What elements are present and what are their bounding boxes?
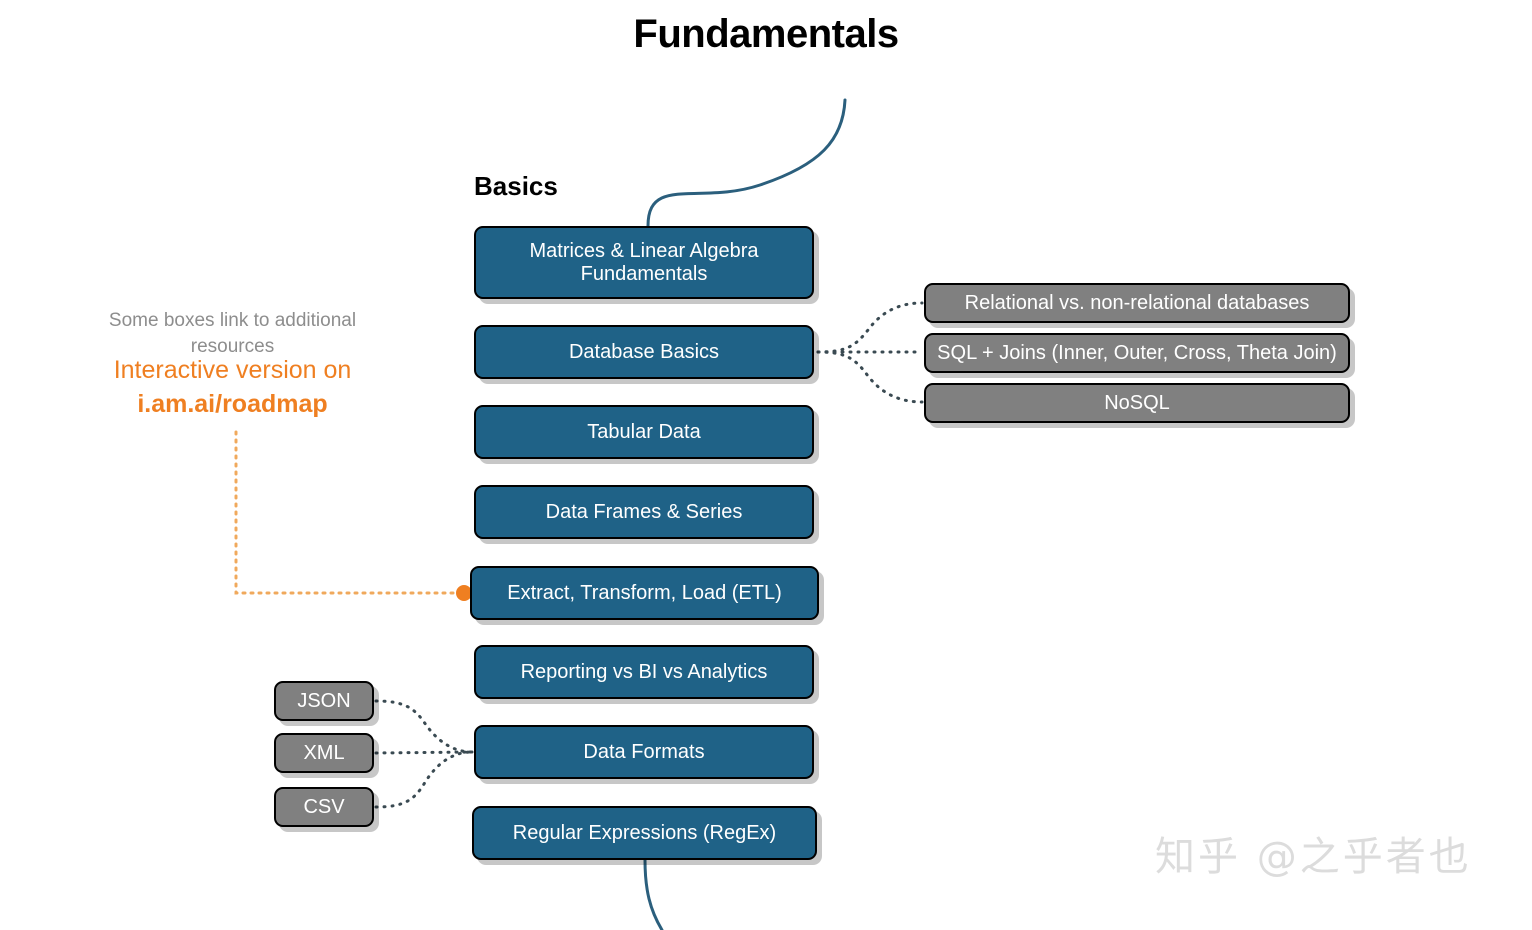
note-roadmap-url[interactable]: i.am.ai/roadmap	[137, 390, 328, 419]
node-relational-vs-non-relational[interactable]: Relational vs. non-relational databases	[924, 283, 1350, 323]
node-label: Extract, Transform, Load (ETL)	[507, 581, 782, 604]
node-label: XML	[303, 741, 345, 764]
connector-orange-link	[234, 430, 457, 595]
node-label: Relational vs. non-relational databases	[964, 291, 1310, 314]
node-label: Reporting vs BI vs Analytics	[520, 660, 768, 683]
section-heading-basics: Basics	[474, 171, 558, 201]
note-interactive-line1: Interactive version on	[113, 356, 352, 384]
node-label: Matrices & Linear Algebra Fundamentals	[529, 239, 759, 285]
node-database-basics[interactable]: Database Basics	[474, 325, 814, 379]
node-data-frames-series[interactable]: Data Frames & Series	[474, 485, 814, 539]
node-sql-joins[interactable]: SQL + Joins (Inner, Outer, Cross, Theta …	[924, 333, 1350, 373]
node-label: CSV	[303, 795, 345, 818]
connector-bottom-curve	[643, 858, 664, 930]
connector-database-to-relational	[816, 301, 924, 354]
page-title: Fundamentals	[633, 12, 899, 56]
node-label: JSON	[297, 689, 351, 712]
note-link-hint: Some boxes link to additional resources	[108, 310, 357, 357]
node-json[interactable]: JSON	[274, 681, 374, 721]
node-label: SQL + Joins (Inner, Outer, Cross, Theta …	[937, 341, 1337, 364]
node-regular-expressions[interactable]: Regular Expressions (RegEx)	[472, 806, 817, 860]
connector-top-curve	[646, 98, 847, 228]
node-label: Data Formats	[583, 740, 705, 763]
node-label: Database Basics	[568, 340, 720, 363]
node-csv[interactable]: CSV	[274, 787, 374, 827]
note-interactive-version[interactable]: Interactive version on i.am.ai/roadmap	[70, 355, 395, 421]
node-data-formats[interactable]: Data Formats	[474, 725, 814, 779]
watermark: 知乎 @之乎者也	[1155, 834, 1472, 880]
connector-database-to-nosql	[816, 350, 924, 404]
connector-json-to-formats	[374, 699, 474, 754]
node-label: Tabular Data	[587, 420, 701, 443]
node-label: NoSQL	[1104, 391, 1170, 414]
connector-csv-to-formats	[374, 750, 474, 809]
connector-xml-to-formats	[374, 750, 474, 755]
node-nosql[interactable]: NoSQL	[924, 383, 1350, 423]
node-xml[interactable]: XML	[274, 733, 374, 773]
node-extract-transform-load[interactable]: Extract, Transform, Load (ETL)	[470, 566, 819, 620]
node-label: Regular Expressions (RegEx)	[512, 821, 777, 844]
node-label: Data Frames & Series	[545, 500, 743, 523]
node-tabular-data[interactable]: Tabular Data	[474, 405, 814, 459]
node-reporting-bi-analytics[interactable]: Reporting vs BI vs Analytics	[474, 645, 814, 699]
node-matrices-linear-algebra[interactable]: Matrices & Linear Algebra Fundamentals	[474, 226, 814, 299]
